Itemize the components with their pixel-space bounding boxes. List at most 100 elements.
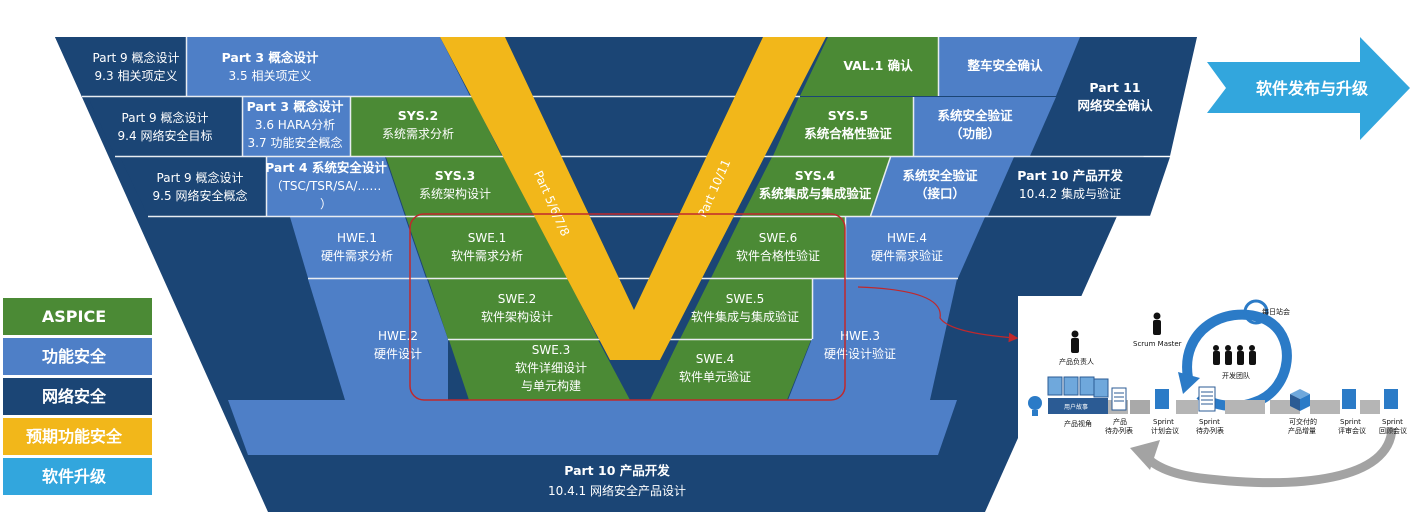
left-r3-c-cell (386, 157, 534, 216)
sprint-cycle-arrowhead (1178, 372, 1200, 394)
dev-team-label: 开发团队 (1222, 371, 1250, 380)
left-r2-a-cell (88, 97, 242, 156)
increment-box-icon (1290, 389, 1310, 411)
legend: ASPICE 功能安全 网络安全 预期功能安全 软件升级 (3, 298, 152, 495)
release-arrow (1207, 37, 1410, 140)
right-r4-b-line1: HWE.4 (887, 231, 927, 245)
left-r5-c-line2: 软件架构设计 (481, 309, 553, 324)
product-backlog-label-1: 产品 (1113, 417, 1127, 426)
release-arrow-label: 软件发布与升级 (1256, 79, 1369, 98)
legend-label-sotif: 预期功能安全 (26, 427, 123, 446)
right-r3-a-line1: Part 10 产品开发 (1017, 168, 1123, 183)
right-r3-b-line1: 系统安全验证 (902, 168, 978, 183)
sprint-backlog-label-2: 待办列表 (1196, 426, 1224, 435)
left-r1-a-cell (55, 37, 186, 96)
bottom-line1: Part 10 产品开发 (564, 463, 670, 478)
left-r3-a-line1: Part 9 概念设计 (157, 170, 244, 185)
legend-swatch-aspice (3, 298, 152, 335)
process-belt-8 (1360, 400, 1380, 414)
dev-team-person-icons (1213, 345, 1256, 365)
right-r5-b-line1: HWE.3 (840, 329, 880, 343)
daily-standup-loop (1243, 299, 1269, 325)
sprint-retro-icon (1384, 389, 1398, 409)
right-r6-c-line2: 软件单元验证 (679, 369, 751, 384)
left-r2-c-line2: 系统需求分析 (382, 127, 454, 141)
sprint-planning-label-2: 计划会议 (1151, 426, 1179, 435)
scrum-master-label: Scrum Master (1133, 340, 1182, 348)
right-r1-a-line1: Part 11 (1089, 80, 1140, 95)
right-r3-b-cell (871, 157, 1014, 216)
right-r3-a-cell (989, 157, 1170, 216)
left-r4-b-line1: HWE.1 (337, 231, 377, 245)
legend-label-cybersecurity: 网络安全 (42, 387, 107, 406)
right-r1-a-cell (1014, 37, 1197, 156)
sprint-planning-icon (1155, 389, 1169, 409)
right-r6-c-cell (650, 340, 811, 400)
left-r2-b-line1: Part 3 概念设计 (247, 99, 344, 114)
user-story-label: 用户故事 (1064, 403, 1088, 411)
product-backlog-icon (1111, 387, 1127, 411)
left-r4-c-cell (406, 217, 567, 278)
left-r6-c-line3: 与单元构建 (521, 378, 581, 393)
right-r5-c-line2: 软件集成与集成验证 (691, 309, 799, 324)
legend-label-aspice: ASPICE (42, 307, 106, 326)
right-r2-b-line1: 系统安全验证 (937, 108, 1013, 123)
sotif-v-shape (440, 37, 826, 360)
bottom-line2: 10.4.1 网络安全产品设计 (548, 483, 686, 498)
right-r2-b-cell (914, 97, 1056, 156)
product-owner-label: 产品负责人 (1059, 357, 1094, 366)
legend-swatch-software-update (3, 458, 152, 495)
right-r5-b-line2: 硬件设计验证 (824, 346, 896, 361)
legend-swatch-cybersecurity (3, 378, 152, 415)
left-r5-b-line2: 硬件设计 (374, 347, 422, 361)
left-r1-b-cell (187, 37, 470, 96)
left-r5-c-line1: SWE.2 (498, 292, 537, 306)
right-r2-c-cell (773, 97, 913, 156)
left-r6-c-line1: SWE.3 (532, 343, 571, 357)
right-r4-b-cell (846, 217, 985, 278)
right-r5-c-cell (680, 279, 812, 339)
sprint-planning-label-1: Sprint (1153, 418, 1174, 426)
right-r1-b-line1: 整车安全确认 (967, 58, 1043, 73)
right-r2-c-line1: SYS.5 (828, 108, 869, 123)
left-r1-b-line1: Part 3 概念设计 (222, 50, 319, 65)
left-r2-c-cell (351, 97, 502, 156)
legend-swatch-sotif (3, 418, 152, 455)
sprint-review-label-1: Sprint (1340, 418, 1361, 426)
left-r4-b-cell (290, 217, 426, 278)
lightbulb-icon (1028, 396, 1042, 416)
left-r3-a-line2: 9.5 网络安全概念 (153, 188, 248, 203)
left-r2-b-line2: 3.6 HARA分析 (255, 118, 335, 132)
functional-safety-bottom-band (228, 400, 957, 455)
left-r2-a-line1: Part 9 概念设计 (122, 110, 209, 125)
right-r5-b-cell (788, 279, 957, 400)
left-r3-b-cell (267, 157, 405, 216)
product-backlog-label-2: 待办列表 (1105, 426, 1133, 435)
increment-label-1: 可交付的 (1289, 417, 1317, 426)
legend-label-functional-safety: 功能安全 (42, 347, 107, 366)
left-r3-b-line2: （TSC/TSR/SA/…… (271, 179, 382, 193)
left-r3-b-line3: ） (320, 197, 332, 211)
left-r5-b-cell (308, 279, 448, 400)
return-loop-arrowhead (1130, 440, 1160, 470)
left-r5-c-cell (428, 279, 598, 339)
legend-label-software-update: 软件升级 (42, 467, 107, 486)
left-r4-b-line2: 硬件需求分析 (321, 249, 393, 263)
sprint-review-icon (1342, 389, 1356, 409)
daily-standup-label: 每日站会 (1262, 307, 1290, 316)
sprint-backlog-label-1: Sprint (1199, 418, 1220, 426)
right-r3-c-line1: SYS.4 (795, 168, 836, 183)
right-r5-c-line1: SWE.5 (726, 292, 765, 306)
user-story-cards-icon (1047, 376, 1109, 398)
process-belt-7 (1310, 400, 1340, 414)
right-r2-c-line2: 系统合格性验证 (804, 126, 892, 141)
left-r2-c-line1: SYS.2 (398, 108, 439, 123)
increment-label-2: 产品增量 (1288, 426, 1316, 435)
product-vision-label: 产品视角 (1064, 419, 1092, 428)
legend-swatch-functional-safety (3, 338, 152, 375)
left-r1-a-line2: 9.3 相关项定义 (95, 68, 178, 83)
product-owner-person-icon (1071, 330, 1079, 353)
left-r4-c-line1: SWE.1 (468, 231, 507, 245)
left-r2-a-line2: 9.4 网络安全目标 (118, 128, 213, 143)
